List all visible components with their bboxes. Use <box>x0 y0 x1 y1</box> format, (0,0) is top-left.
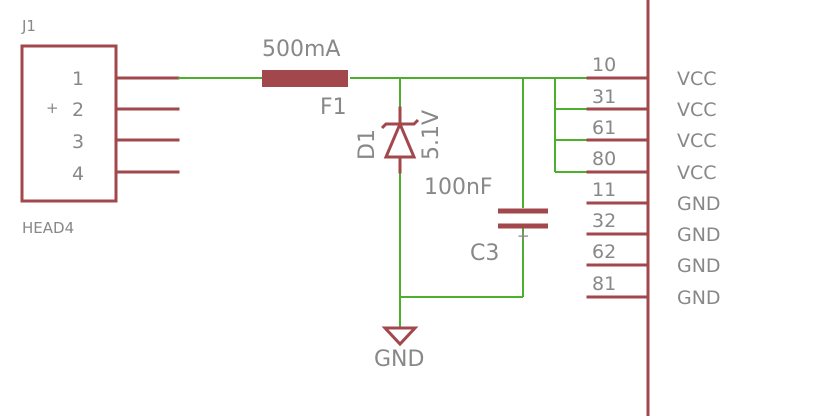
ic-pin-name: GND <box>677 287 721 309</box>
wires <box>178 77 588 328</box>
capacitor-refdes: C3 <box>470 241 499 266</box>
capacitor-c3: 100nF + C3 <box>424 175 548 266</box>
ic-pin-name: GND <box>677 193 721 215</box>
ic-pin-name: VCC <box>677 162 717 184</box>
connector-pin-number-4: 4 <box>72 163 84 185</box>
capacitor-polarity-marker: + <box>517 227 530 245</box>
connector-pin-number-1: 1 <box>72 68 84 90</box>
ic-pin-number: 80 <box>592 148 616 170</box>
connector-value: HEAD4 <box>22 219 74 237</box>
connector-j1: J1 HEAD4 + 1 2 3 4 <box>20 17 180 237</box>
ground-triangle <box>381 326 419 347</box>
ic-pin-name: GND <box>677 255 721 277</box>
fuse-refdes: F1 <box>320 95 347 120</box>
ic-pin-number: 32 <box>592 210 616 232</box>
fuse-value: 500mA <box>262 37 340 62</box>
ic-power-pins: 10 31 61 80 11 32 62 81 VCC VCC VCC VCC … <box>586 0 721 416</box>
diode-triangle <box>383 120 417 159</box>
ground-label: GND <box>374 347 424 372</box>
pin1-marker: + <box>46 99 59 117</box>
ic-pin-name: VCC <box>677 68 717 90</box>
capacitor-value: 100nF <box>424 175 493 200</box>
ic-pin-number: 81 <box>592 273 616 295</box>
zener-diode-d1: D1 5.1V <box>355 106 444 174</box>
ground-symbol: GND <box>374 326 424 372</box>
connector-pin-number-3: 3 <box>72 131 84 153</box>
connector-pin-number-2: 2 <box>72 99 84 121</box>
fuse-f1: 500mA F1 <box>262 37 348 120</box>
ic-pin-number: 61 <box>592 117 616 139</box>
ic-pin-name: VCC <box>677 99 717 121</box>
diode-refdes: D1 <box>355 129 380 160</box>
ic-pin-number: 10 <box>592 54 616 76</box>
fuse-body <box>262 70 348 87</box>
ic-pin-number: 31 <box>592 86 616 108</box>
ic-pin-number: 62 <box>592 241 616 263</box>
ic-pin-number: 11 <box>592 179 616 201</box>
diode-value: 5.1V <box>419 110 444 160</box>
connector-body <box>20 44 118 203</box>
diode-zener-bar <box>380 118 420 130</box>
ic-pin-name: GND <box>677 224 721 246</box>
ic-pin-name: VCC <box>677 130 717 152</box>
connector-refdes: J1 <box>21 17 36 35</box>
